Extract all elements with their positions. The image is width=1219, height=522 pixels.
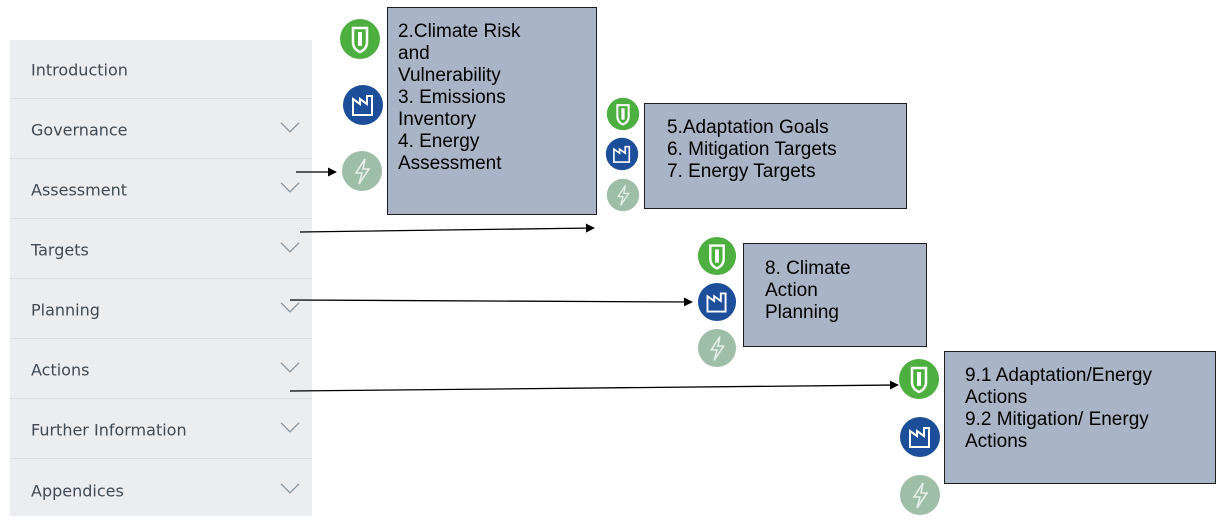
menu-item-targets[interactable]: Targets — [10, 220, 312, 279]
chevron-down-icon — [280, 302, 300, 313]
menu-item-planning[interactable]: Planning — [10, 280, 312, 339]
callout-line: 6. Mitigation Targets — [667, 139, 837, 160]
lightning-icon — [606, 178, 640, 212]
chevron-down-icon — [280, 122, 300, 133]
shield-icon — [606, 97, 640, 131]
menu-item-label: Actions — [31, 360, 90, 380]
factory-icon — [605, 137, 639, 171]
menu-item-label: Targets — [31, 240, 89, 260]
callout-line: Inventory — [398, 109, 477, 130]
callout-line: 2.Climate Risk — [398, 21, 521, 42]
callout-targets: 5.Adaptation Goals 6. Mitigation Targets… — [644, 103, 907, 209]
menu-item-governance[interactable]: Governance — [10, 100, 312, 159]
menu-item-assessment[interactable]: Assessment — [10, 160, 312, 219]
chevron-down-icon — [280, 242, 300, 253]
menu-item-label: Governance — [31, 120, 128, 140]
menu-item-label: Appendices — [31, 480, 124, 500]
callout-actions: 9.1 Adaptation/Energy Actions 9.2 Mitiga… — [944, 351, 1216, 484]
callout-line: 3. Emissions — [398, 87, 506, 108]
callout-line: Assessment — [398, 153, 502, 174]
arrow-targets — [299, 223, 595, 233]
menu-item-appendices[interactable]: Appendices — [10, 460, 312, 519]
callout-line: 9.2 Mitigation/ Energy — [965, 409, 1149, 430]
lightning-icon — [697, 328, 737, 368]
arrow-actions — [289, 380, 899, 392]
callout-line: Actions — [965, 387, 1028, 408]
callout-planning: 8. Climate Action Planning — [743, 243, 927, 347]
menu-item-further-information[interactable]: Further Information — [10, 400, 312, 459]
sidebar-menu: Introduction Governance Assessment Targe… — [10, 40, 312, 516]
callout-assessment: 2.Climate Risk and Vulnerability 3. Emis… — [387, 7, 597, 215]
callout-line: Action — [765, 280, 818, 301]
shield-icon — [339, 18, 381, 60]
callout-line: Vulnerability — [398, 65, 501, 86]
callout-line: 5.Adaptation Goals — [667, 117, 829, 138]
lightning-icon — [341, 150, 383, 192]
menu-item-label: Planning — [31, 300, 100, 320]
shield-icon — [697, 236, 737, 276]
chevron-down-icon — [280, 182, 300, 193]
shield-icon — [898, 358, 940, 400]
callout-line: 8. Climate — [765, 258, 851, 279]
callout-line: 4. Energy — [398, 131, 480, 152]
factory-icon — [342, 84, 384, 126]
menu-item-introduction[interactable]: Introduction — [10, 40, 312, 99]
callout-line: 9.1 Adaptation/Energy — [965, 365, 1152, 386]
menu-item-label: Assessment — [31, 180, 127, 200]
lightning-icon — [899, 474, 941, 516]
chevron-down-icon — [280, 422, 300, 433]
chevron-down-icon — [280, 482, 300, 494]
callout-line: Planning — [765, 302, 839, 323]
callout-line: Actions — [965, 431, 1028, 452]
menu-item-actions[interactable]: Actions — [10, 340, 312, 399]
callout-line: and — [398, 43, 430, 64]
menu-item-label: Further Information — [31, 420, 187, 440]
menu-item-label: Introduction — [31, 60, 128, 80]
chevron-down-icon — [280, 362, 300, 373]
factory-icon — [899, 416, 941, 458]
factory-icon — [697, 282, 737, 322]
callout-line: 7. Energy Targets — [667, 161, 816, 182]
arrow-planning — [289, 297, 693, 307]
